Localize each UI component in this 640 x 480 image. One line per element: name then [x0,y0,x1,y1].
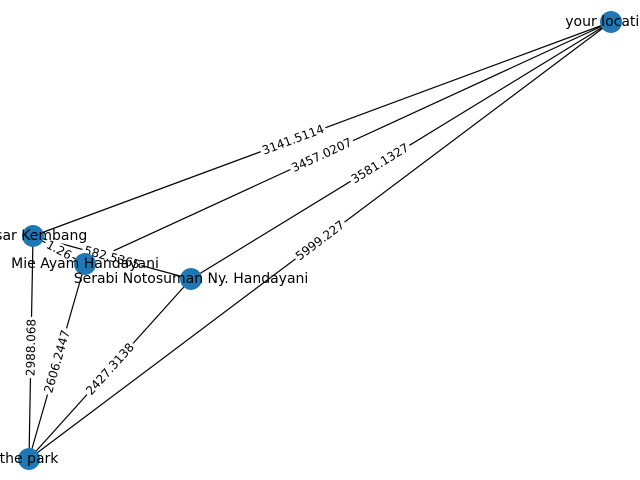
node-label-loc: your location [565,14,640,30]
node-label-mie: Mie Ayam Handayani [11,256,159,272]
node-park [18,448,40,470]
edge-label-group: 3581.1327 [346,139,414,188]
edge-label-background [258,121,328,159]
edge-label: 2427.3138 [83,340,137,398]
edge-label-background [81,338,139,400]
node-label-serabi: Serabi Notosuman Ny. Handayani [74,271,309,287]
edge-label-background [287,134,356,176]
node-loc [600,11,622,33]
node-pasar [22,225,44,247]
node-label-pasar: Pasar Kembang [0,228,87,244]
edge-label-background [80,242,144,273]
edge-label-group: 2427.3138 [81,338,139,400]
edge-label-background [291,216,349,265]
edge-label: 5999.227 [293,218,347,264]
edge-label-group: 5999.227 [291,216,349,265]
edge-label-background [40,326,74,397]
edge-label: 2988.068 [23,319,38,377]
node-layer [18,11,622,470]
edge-label: 2606.2447 [41,328,72,394]
edge-label-group: 2988.068 [23,316,39,379]
edge-label-background [23,316,39,379]
edge-label-background [346,139,414,188]
edge-label-group: 2606.2447 [40,326,74,397]
edge-label-background [42,236,76,264]
node-mie [74,253,96,275]
node-label-park: the park [0,451,59,467]
node-serabi [180,268,202,290]
